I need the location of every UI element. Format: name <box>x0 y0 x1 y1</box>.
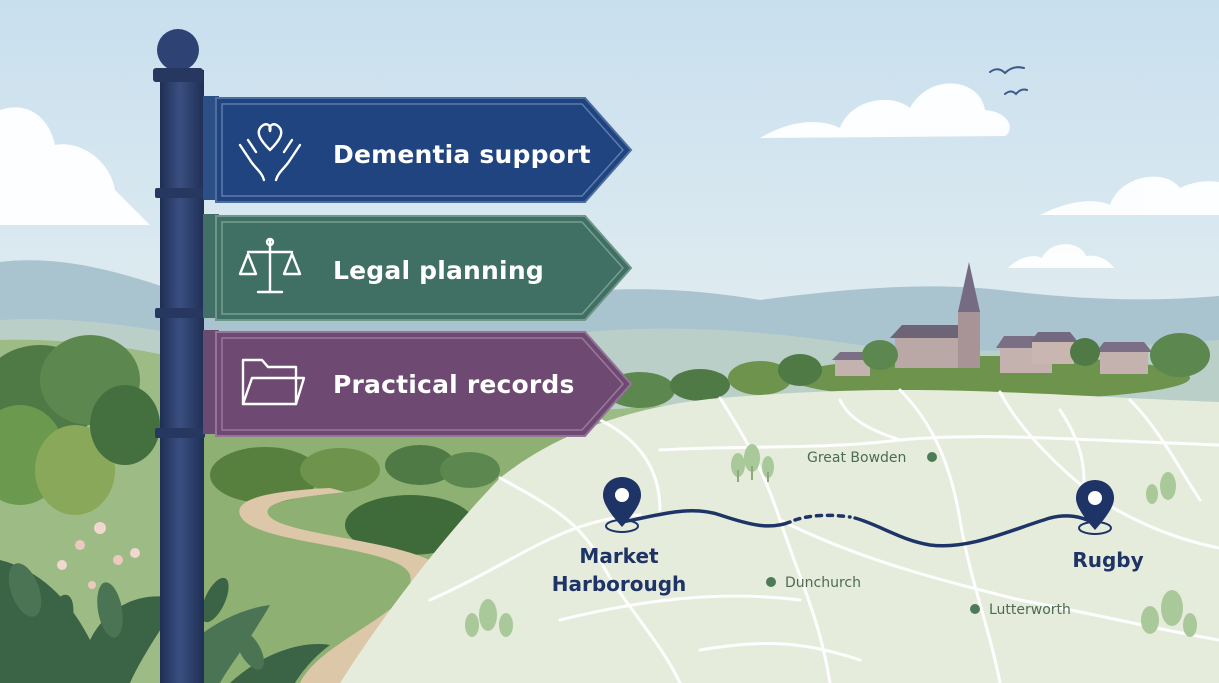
place-dot-great-bowden <box>927 452 937 462</box>
map-label-end: Rugby <box>1072 548 1143 572</box>
trees-left <box>0 335 792 515</box>
signpost <box>153 29 205 683</box>
start-location-pin <box>603 477 641 533</box>
map-land <box>340 390 1219 683</box>
sign-dementia-support: Dementia support <box>203 96 633 203</box>
sign-label-practical-records: Practical records <box>333 370 575 399</box>
sign-label-dementia-support: Dementia support <box>333 140 591 169</box>
clouds <box>0 83 1219 268</box>
sign-practical-records: Practical records <box>203 330 633 437</box>
map-route <box>620 509 1097 548</box>
signpost-finial <box>157 29 199 71</box>
map-label-lutterworth: Lutterworth <box>989 602 1071 618</box>
map-label-start-line2: Harborough <box>552 572 687 596</box>
heart-in-hands-icon <box>238 123 302 182</box>
end-location-pin <box>1076 480 1114 535</box>
sign-legal-planning: Legal planning <box>203 214 633 321</box>
balance-scale-icon <box>238 237 302 294</box>
map-roads <box>428 388 1219 683</box>
place-dot-lutterworth <box>970 604 980 614</box>
place-dot-dunchurch <box>766 577 776 587</box>
map-trees <box>465 444 1197 637</box>
map-label-great-bowden: Great Bowden <box>807 450 906 466</box>
folder-icon <box>241 358 306 406</box>
map-label-start-line1: Market <box>579 544 659 568</box>
hedge <box>345 495 475 555</box>
birds <box>989 66 1028 96</box>
village <box>778 262 1210 400</box>
map-label-dunchurch: Dunchurch <box>785 575 861 591</box>
sign-label-legal-planning: Legal planning <box>333 256 544 285</box>
signpost-pole <box>160 70 204 683</box>
